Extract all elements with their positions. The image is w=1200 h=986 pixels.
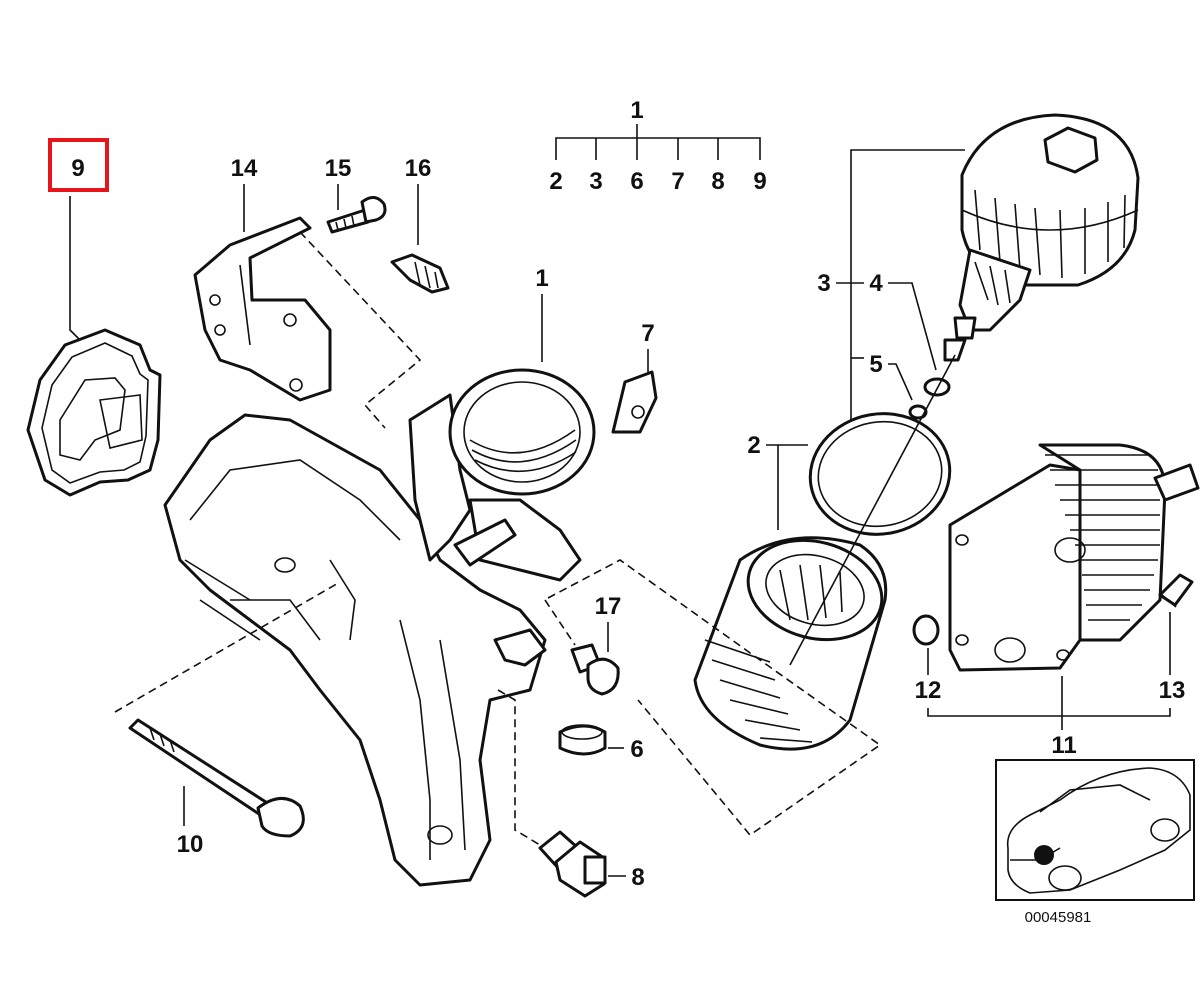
callout-9-highlight[interactable]: 9: [71, 155, 84, 182]
location-dot: [1034, 845, 1054, 865]
callout-1-housing[interactable]: 1: [535, 265, 548, 292]
callout-14[interactable]: 14: [231, 155, 258, 182]
leader-5: [888, 363, 913, 401]
dash-8-to-housing: [497, 689, 541, 846]
callout-15[interactable]: 15: [325, 155, 352, 182]
cooler-part-11[interactable]: [948, 443, 1200, 672]
highlight-box: [48, 138, 109, 192]
clip-part-16[interactable]: [390, 253, 450, 294]
o-ring-part-4[interactable]: [923, 377, 951, 397]
o-ring-part-5[interactable]: [908, 404, 928, 420]
bolt-part-17[interactable]: [570, 643, 620, 696]
callout-5[interactable]: 5: [869, 351, 882, 378]
diagram-id: 00045981: [1025, 909, 1092, 926]
vehicle-inset: [995, 759, 1195, 901]
bolt-part-10[interactable]: [128, 718, 305, 838]
callout-group-3[interactable]: 3: [589, 168, 602, 195]
gasket-part-9[interactable]: [26, 328, 162, 497]
sensor-part-8[interactable]: [538, 830, 607, 898]
callout-17[interactable]: 17: [595, 593, 622, 620]
callout-13[interactable]: 13: [1159, 677, 1186, 704]
bolt-part-15[interactable]: [326, 196, 387, 234]
filter-element-part-2[interactable]: [693, 526, 893, 751]
leader-cap-bracket: [850, 149, 965, 420]
axis-line: [789, 354, 956, 666]
filter-cap-part[interactable]: [943, 113, 1140, 362]
callout-group-7[interactable]: 7: [671, 168, 684, 195]
callout-6[interactable]: 6: [630, 736, 643, 763]
callout-8[interactable]: 8: [631, 864, 644, 891]
callout-2[interactable]: 2: [747, 432, 760, 459]
callout-16[interactable]: 16: [405, 155, 432, 182]
seal-part-12[interactable]: [912, 614, 940, 646]
callout-group-6[interactable]: 6: [630, 168, 643, 195]
callout-10[interactable]: 10: [177, 831, 204, 858]
callout-12[interactable]: 12: [915, 677, 942, 704]
leader-3-4: [836, 282, 937, 371]
grommet-part-6[interactable]: [558, 724, 607, 756]
leader-2: [766, 444, 808, 530]
callout-1-group[interactable]: 1: [630, 97, 643, 124]
leader-9: [69, 196, 81, 341]
dash-10-to-housing: [114, 581, 341, 713]
dash-17-to-housing: [544, 599, 576, 646]
callout-3[interactable]: 3: [817, 270, 830, 297]
callout-4[interactable]: 4: [869, 270, 883, 297]
callout-7[interactable]: 7: [641, 320, 654, 347]
bracket-part-14[interactable]: [193, 216, 332, 402]
plate-part-7[interactable]: [611, 370, 658, 434]
housing-part-1[interactable]: [163, 368, 596, 887]
callout-group-2[interactable]: 2: [549, 168, 562, 195]
leader-11-tree: [927, 676, 1171, 730]
dash-housing-to-element: [547, 559, 882, 837]
callout-11[interactable]: 11: [1051, 732, 1076, 759]
seal-ring-part-2[interactable]: [801, 403, 960, 545]
leader-group-tree: [555, 124, 761, 160]
callout-group-8[interactable]: 8: [711, 168, 724, 195]
callout-group-9[interactable]: 9: [753, 168, 766, 195]
dash-15-to-housing: [299, 231, 422, 429]
bolt-part-13[interactable]: [1158, 573, 1194, 608]
